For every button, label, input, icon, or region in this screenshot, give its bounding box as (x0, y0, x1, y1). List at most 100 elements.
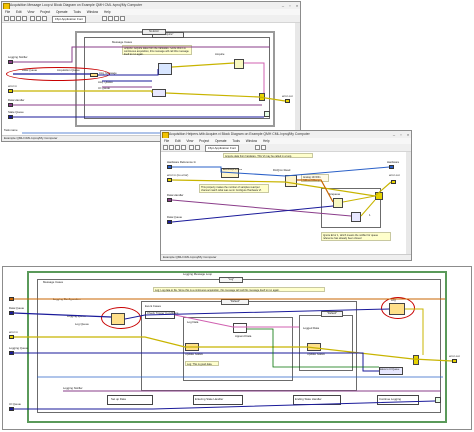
run-continuously-icon-2[interactable] (169, 145, 174, 150)
set-up-data-box[interactable] (107, 395, 153, 405)
menu-view-2[interactable]: View (186, 139, 194, 143)
hardware-out-label: Hardware (387, 160, 400, 164)
data-queue-terminal-3[interactable] (9, 311, 14, 315)
menu-help-2[interactable]: Help (262, 139, 270, 143)
resize-icon[interactable] (114, 16, 119, 21)
logging-while-loop[interactable] (27, 271, 447, 423)
highlight-execution-icon-2[interactable] (189, 145, 194, 150)
menu-view[interactable]: View (27, 10, 35, 14)
error-one-constant[interactable]: 1 (369, 213, 371, 217)
distribute-icon[interactable] (108, 16, 113, 21)
state-queue-terminal[interactable] (8, 115, 13, 119)
menu-window-2[interactable]: Window (245, 139, 258, 143)
maximize-icon-2[interactable]: ▫ (400, 132, 402, 137)
diagram-canvas-3[interactable]: Logging Message Loop "Log" Message Cases… (3, 267, 471, 429)
distribute-icon-2[interactable] (261, 145, 266, 150)
logging-config-terminal[interactable] (9, 297, 14, 301)
menu-tools[interactable]: Tools (73, 10, 81, 14)
pause-icon-2[interactable] (181, 145, 186, 150)
error-in-label: error in (8, 84, 17, 88)
no-error-selector[interactable]: No Error (142, 29, 166, 35)
menu-edit[interactable]: Edit (16, 10, 22, 14)
diagram-toolbar: 15pt Application Font (2, 15, 300, 23)
menu-project-2[interactable]: Project (199, 139, 210, 143)
enqueue-case-structure[interactable] (321, 188, 381, 228)
acquire-top-comment: Acquire data from hardware. This VI may … (223, 153, 313, 158)
data-handler-terminal-2[interactable] (167, 198, 172, 202)
entering-state-box[interactable] (193, 395, 243, 405)
logging-notifier-label-3: Logging Notifier (63, 386, 83, 390)
run-arrow-icon-2[interactable] (163, 145, 168, 150)
status-to-ui-subvi[interactable] (379, 367, 403, 375)
menu-file[interactable]: File (5, 10, 11, 14)
vertical-scrollbar[interactable] (295, 23, 300, 135)
merge-errors-node-3[interactable] (413, 355, 419, 365)
hardware-ref-in-terminal[interactable] (167, 165, 172, 169)
diagram-canvas-2[interactable]: Acquire data from hardware. This VI may … (161, 152, 405, 254)
menu-tools-2[interactable]: Tools (232, 139, 240, 143)
diagram-canvas[interactable]: Message Cases "Acquire" No Error Acquire… (2, 23, 294, 135)
menu-operate-2[interactable]: Operate (214, 139, 227, 143)
error-out-terminal-2[interactable] (391, 180, 396, 184)
menu-file-2[interactable]: File (164, 139, 170, 143)
status-bar-2: Example QMH CML.lvproj/My Computer (161, 254, 411, 260)
loop-stop-node[interactable] (435, 397, 441, 403)
align-icon[interactable] (102, 16, 107, 21)
font-selector[interactable]: 15pt Application Font (52, 16, 87, 23)
continue-logging-box[interactable] (377, 395, 419, 405)
message-cases-label: Message Cases (112, 40, 133, 44)
event-cases-label: Event Cases (145, 304, 161, 308)
close-icon-2[interactable]: × (406, 132, 410, 137)
reorder-icon[interactable] (120, 16, 125, 21)
error-in-label-2: error in (no error) (167, 173, 189, 177)
logging-case-selector[interactable]: "Log" (219, 277, 243, 283)
ui-queue-terminal-3[interactable] (9, 407, 14, 411)
enqueue-label: Enqueue (329, 192, 341, 196)
highlight-execution-icon[interactable] (30, 16, 35, 21)
vertical-scrollbar-2[interactable] (406, 152, 411, 254)
font-selector-2[interactable]: 15pt Application Font (205, 145, 240, 152)
maximize-icon[interactable]: ▫ (289, 3, 291, 8)
menu-help[interactable]: Help (103, 10, 111, 14)
error-in-terminal-2[interactable] (167, 178, 172, 182)
abort-icon[interactable] (16, 16, 21, 21)
append-data-subvi[interactable] (233, 323, 247, 333)
error-out-label-2: error out (389, 173, 400, 177)
inner-case-selector-2[interactable]: "Default" (321, 311, 343, 317)
menu-window[interactable]: Window (86, 10, 99, 14)
run-continuously-icon[interactable] (10, 16, 15, 21)
error-out-terminal-3[interactable] (452, 359, 457, 363)
run-arrow-icon[interactable] (4, 16, 9, 21)
step-into-icon[interactable] (42, 16, 47, 21)
enqueue-acquire-subvi[interactable] (234, 59, 244, 69)
step-into-icon-2[interactable] (195, 145, 200, 150)
notify-subvi[interactable] (351, 212, 361, 222)
data-handler-terminal[interactable] (8, 103, 13, 107)
logging-notifier-terminal[interactable] (8, 60, 13, 64)
menu-project[interactable]: Project (40, 10, 51, 14)
stop-condition-node[interactable] (264, 111, 270, 117)
pause-icon[interactable] (22, 16, 27, 21)
case-selector[interactable]: "Acquire" (152, 32, 184, 38)
labview-app-icon-2 (162, 132, 169, 138)
enqueue-subvi[interactable] (333, 198, 343, 208)
menu-operate[interactable]: Operate (55, 10, 68, 14)
abort-icon-2[interactable] (175, 145, 180, 150)
error-in-terminal-3[interactable] (9, 335, 14, 339)
align-icon-2[interactable] (255, 145, 260, 150)
labview-app-icon (3, 3, 10, 9)
minimize-icon-2[interactable]: – (392, 132, 396, 137)
state-queue-label: State Queue (8, 110, 24, 114)
acquire-tag: Acquire (215, 52, 225, 56)
logging-queue-terminal-3[interactable] (9, 351, 14, 355)
data-handler-label: Data Handler (8, 98, 25, 102)
data-queue-terminal-2[interactable] (167, 220, 172, 224)
retain-wire-values-icon[interactable] (36, 16, 41, 21)
close-icon[interactable]: × (295, 3, 299, 8)
error-out-terminal[interactable] (285, 99, 290, 103)
minimize-icon[interactable]: – (281, 3, 285, 8)
check-trigger-label: Check Trigger Conditions (147, 311, 179, 315)
hardware-out-terminal[interactable] (389, 165, 394, 169)
error-in-terminal[interactable] (8, 89, 13, 93)
menu-edit-2[interactable]: Edit (175, 139, 181, 143)
